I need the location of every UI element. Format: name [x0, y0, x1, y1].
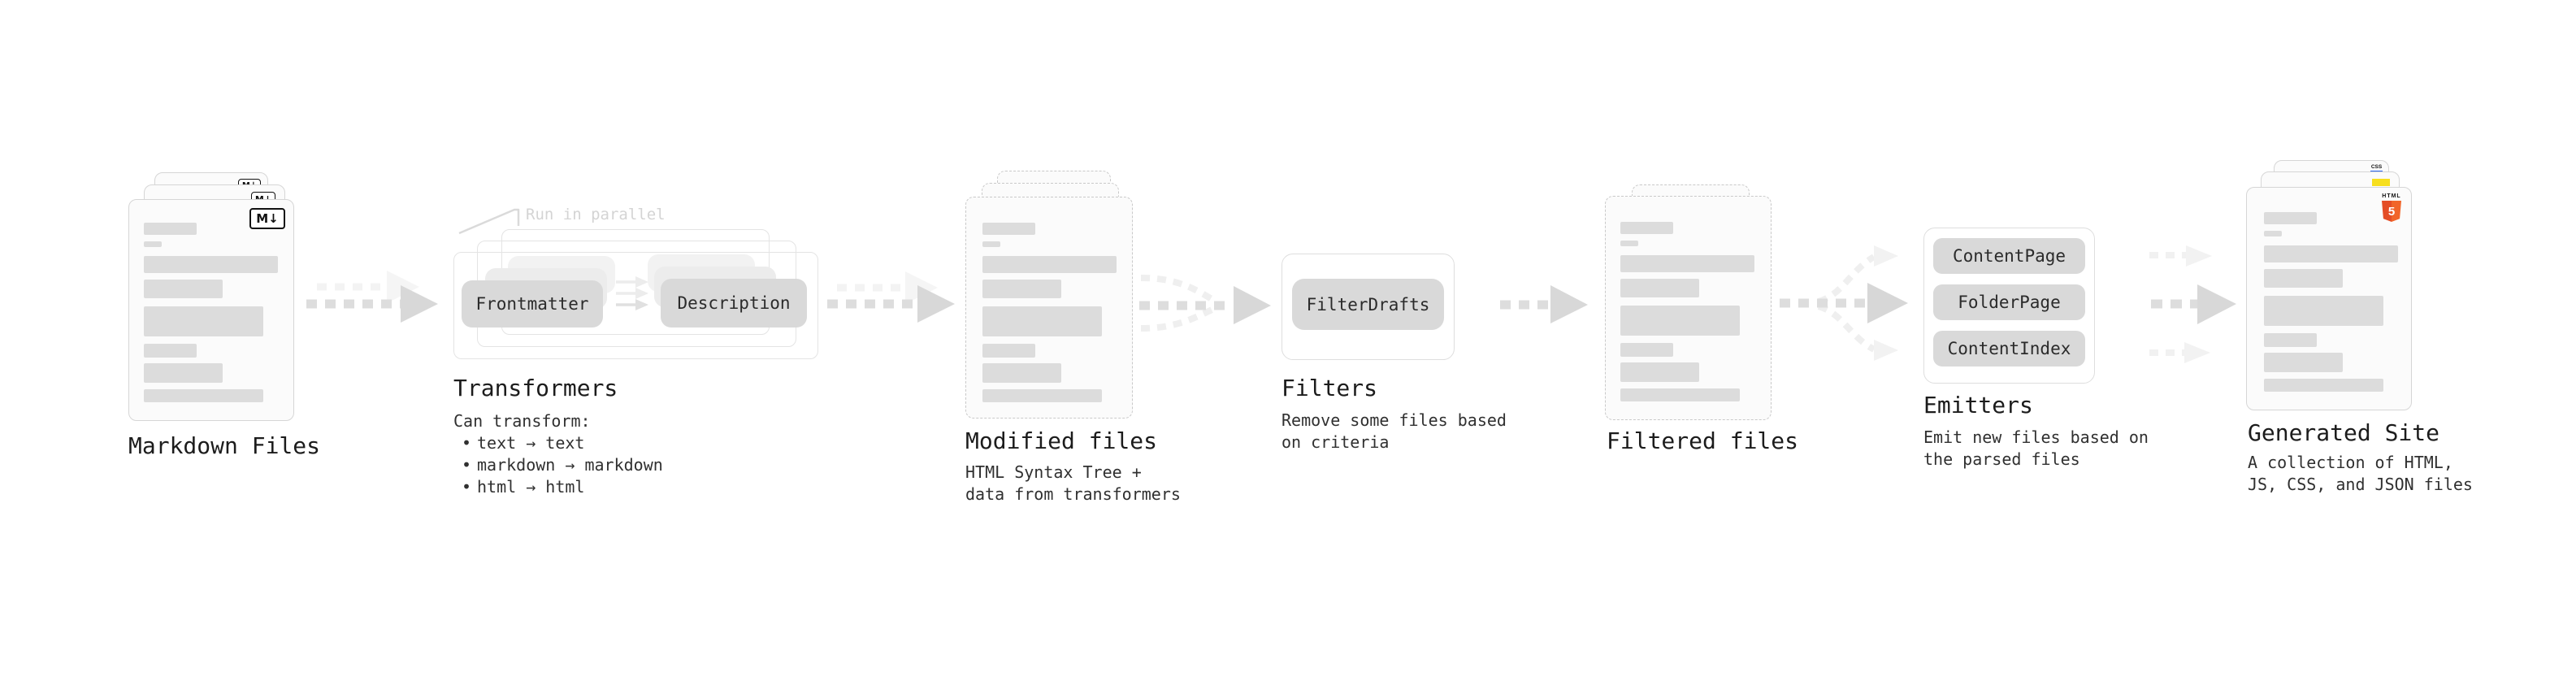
folderpage-pill: FolderPage [1933, 284, 2085, 320]
description-pill: Description [661, 279, 807, 327]
markdown-icon: M↓ [249, 208, 285, 229]
transformers-title: Transformers [453, 375, 618, 401]
skeleton-lines [982, 223, 1117, 402]
bullet-text: markdown → markdown [477, 455, 663, 475]
transformer-pill-arrows [616, 276, 648, 310]
run-in-parallel-label: Run in parallel [526, 206, 666, 223]
modified-files-title: Modified files [965, 427, 1158, 454]
filtered-files-title: Filtered files [1607, 427, 1799, 454]
arrow-filters-to-filtered [1500, 285, 1588, 323]
arrow-filtered-to-emitters [1780, 245, 1908, 361]
modified-file-card [965, 197, 1133, 419]
html5-icon: HTML 5 [2381, 193, 2402, 222]
transformer-box [453, 252, 818, 359]
markdown-files-title: Markdown Files [128, 432, 321, 459]
generated-site-title: Generated Site [2248, 419, 2440, 446]
transform-bullet: • text → text [453, 432, 663, 454]
filters-title: Filters [1281, 375, 1378, 401]
js-icon [2372, 179, 2390, 186]
frontmatter-pill: Frontmatter [462, 280, 603, 327]
contentpage-pill: ContentPage [1933, 238, 2085, 274]
arrow-modified-to-filters [1139, 275, 1271, 332]
bullet-text: html → html [477, 477, 585, 497]
parallel-callout-line [458, 208, 520, 235]
bullet-icon: • [462, 433, 472, 453]
transformers-description: Can transform: • text → text • markdown … [453, 410, 663, 498]
arrow-markdown-to-transformers [306, 271, 438, 323]
arrows-emitters-to-generated [2149, 245, 2236, 363]
skeleton-lines [2264, 212, 2398, 392]
skeleton-lines [1620, 222, 1756, 401]
filterdrafts-pill: FilterDrafts [1292, 279, 1444, 330]
markdown-file-card: M↓ [128, 199, 294, 421]
modified-files-subtitle: HTML Syntax Tree + data from transformer… [965, 462, 1181, 504]
contentindex-pill: ContentIndex [1933, 331, 2085, 367]
transform-bullet: • html → html [453, 476, 663, 498]
transform-bullet: • markdown → markdown [453, 454, 663, 476]
bullet-icon: • [462, 455, 472, 475]
skeleton-lines [144, 223, 279, 402]
bullet-text: text → text [477, 433, 585, 453]
filtered-file-card [1605, 196, 1772, 420]
arrow-transformers-to-modified [827, 271, 955, 323]
emitters-subtitle: Emit new files based on the parsed files [1923, 427, 2149, 469]
emitters-title: Emitters [1923, 392, 2033, 419]
bullet-icon: • [462, 477, 472, 497]
filters-subtitle: Remove some files based on criteria [1281, 410, 1507, 452]
generated-file-card: HTML 5 [2246, 187, 2412, 410]
can-transform-heading: Can transform: [453, 411, 591, 431]
generated-site-subtitle: A collection of HTML, JS, CSS, and JSON … [2248, 453, 2473, 494]
